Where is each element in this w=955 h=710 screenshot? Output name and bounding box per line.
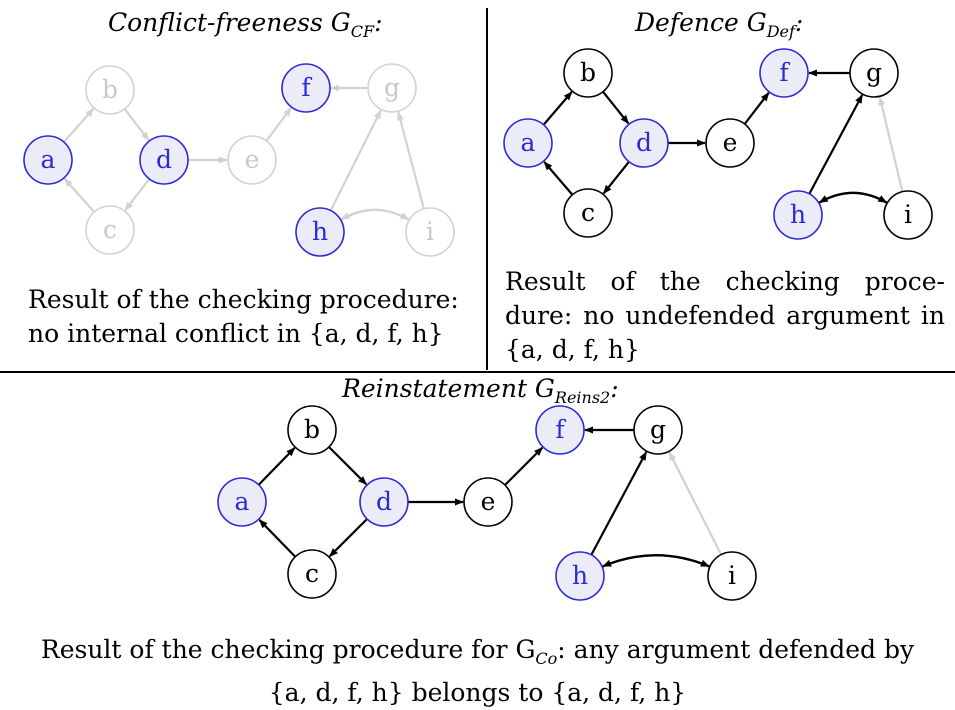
- node-a: a: [503, 118, 553, 168]
- vertical-divider: [486, 8, 488, 370]
- graph-reinstatement: a b c d e f g h i: [217, 405, 757, 601]
- edge-a-b: [63, 107, 95, 143]
- node-label-h: h: [790, 200, 806, 229]
- node-c: c: [85, 205, 135, 255]
- edge-b-d: [328, 446, 368, 486]
- node-i: i: [883, 190, 933, 240]
- edge-i-g: [878, 96, 904, 192]
- node-h: h: [555, 551, 605, 601]
- edge-c-a: [543, 161, 574, 196]
- edge-c-a: [63, 177, 95, 213]
- node-a: a: [217, 477, 267, 527]
- caption-reinstatement: Result of the checking procedure for GCo…: [0, 633, 955, 710]
- edge-i-h: [818, 191, 888, 204]
- node-label-a: a: [521, 128, 536, 157]
- node-label-f: f: [779, 58, 790, 87]
- caption-defence: Result of the checking proce- dure: no u…: [505, 265, 945, 367]
- node-label-f: f: [301, 73, 312, 102]
- edge-d-c: [124, 178, 151, 211]
- node-g: g: [367, 63, 417, 113]
- node-label-c: c: [581, 198, 595, 227]
- node-a: a: [23, 135, 73, 185]
- node-b: b: [85, 65, 135, 115]
- node-label-e: e: [245, 145, 260, 174]
- node-label-g: g: [384, 73, 400, 102]
- edge-i-g: [396, 111, 425, 210]
- panel-title-reinstatement: Reinstatement GReins2:: [342, 374, 619, 407]
- node-d: d: [619, 118, 669, 168]
- node-label-i: i: [728, 561, 736, 590]
- node-label-b: b: [580, 58, 596, 87]
- node-label-d: d: [636, 128, 652, 157]
- node-e: e: [705, 118, 755, 168]
- caption-line: dure: no undefended argument in: [505, 301, 945, 330]
- edge-h-g: [590, 451, 648, 556]
- node-f: f: [281, 63, 331, 113]
- node-b: b: [563, 48, 613, 98]
- caption-line: Result of the checking proce-: [505, 267, 945, 296]
- node-f: f: [759, 48, 809, 98]
- node-h: h: [773, 190, 823, 240]
- node-label-e: e: [723, 128, 738, 157]
- node-label-b: b: [304, 415, 320, 444]
- node-label-c: c: [103, 215, 117, 244]
- node-i: i: [707, 551, 757, 601]
- node-b: b: [287, 405, 337, 455]
- node-label-b: b: [102, 75, 118, 104]
- node-label-i: i: [426, 217, 434, 246]
- edge-d-c: [328, 518, 368, 558]
- node-label-a: a: [235, 487, 250, 516]
- node-c: c: [287, 549, 337, 599]
- node-label-g: g: [650, 415, 666, 444]
- node-e: e: [227, 135, 277, 185]
- edge-b-d: [123, 108, 150, 141]
- node-label-h: h: [572, 561, 588, 590]
- caption-line: Result of the checking procedure:: [28, 285, 459, 314]
- edge-a-b: [542, 91, 573, 126]
- node-label-a: a: [41, 145, 56, 174]
- edge-i-h: [340, 208, 410, 221]
- node-f: f: [535, 405, 585, 455]
- edge-h-g: [808, 94, 864, 195]
- node-d: d: [139, 135, 189, 185]
- edge-e-f: [265, 107, 292, 142]
- caption-line: no internal conflict in {a, d, f, h}: [28, 319, 444, 348]
- node-d: d: [359, 477, 409, 527]
- caption-line: {a, d, f, h}: [505, 335, 640, 364]
- edge-b-d: [602, 91, 630, 125]
- node-c: c: [563, 188, 613, 238]
- node-label-h: h: [312, 217, 328, 246]
- node-label-d: d: [156, 145, 172, 174]
- edge-e-f: [743, 92, 770, 125]
- node-label-c: c: [305, 559, 319, 588]
- edge-a-b: [257, 447, 296, 486]
- node-e: e: [463, 477, 513, 527]
- edge-d-c: [602, 161, 630, 195]
- graph-conflict-freeness: a b c d e f g h i: [23, 63, 455, 257]
- panel-title-conflict-freeness: Conflict-freeness GCF:: [108, 8, 383, 41]
- node-label-g: g: [866, 58, 882, 87]
- graph-defence: a b c d e f g h i: [503, 48, 933, 240]
- horizontal-divider: [0, 371, 955, 373]
- caption-conflict-freeness: Result of the checking procedure: no int…: [28, 283, 478, 351]
- node-label-i: i: [904, 200, 912, 229]
- node-label-e: e: [481, 487, 496, 516]
- edge-e-f: [504, 446, 544, 486]
- node-label-d: d: [376, 487, 392, 516]
- edge-h-g: [329, 109, 382, 212]
- edge-c-a: [258, 519, 297, 558]
- node-i: i: [405, 207, 455, 257]
- node-label-f: f: [555, 415, 566, 444]
- edge-i-h: [602, 554, 711, 568]
- caption-line: {a, d, f, h} belongs to {a, d, f, h}: [268, 678, 687, 707]
- node-g: g: [849, 48, 899, 98]
- node-g: g: [633, 405, 683, 455]
- edge-i-g: [668, 451, 723, 556]
- caption-line: Result of the checking procedure for GCo…: [40, 635, 915, 668]
- node-h: h: [295, 207, 345, 257]
- panel-title-defence: Defence GDef:: [635, 8, 804, 41]
